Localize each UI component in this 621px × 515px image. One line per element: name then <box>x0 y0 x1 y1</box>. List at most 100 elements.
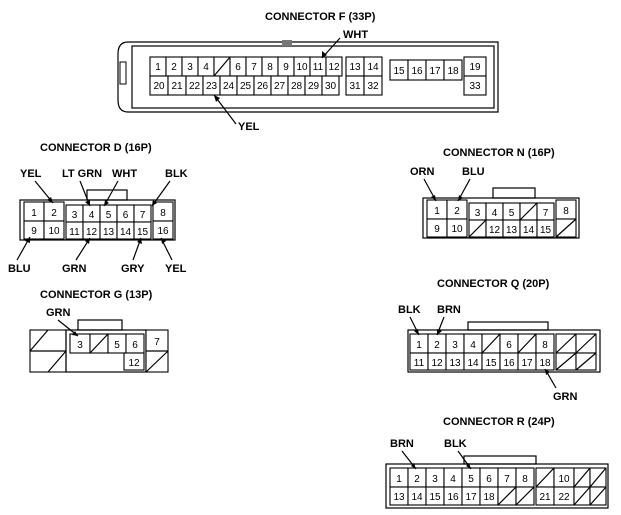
pin-label: 12 <box>328 62 340 73</box>
pin-label: 18 <box>539 358 551 369</box>
pin-label: 8 <box>160 208 166 219</box>
wire-label: BLK <box>165 168 188 180</box>
wire-label: GRY <box>121 263 145 275</box>
connector-f: CONNECTOR F (33P) 1 2 3 4 6 7 8 9 10 11 … <box>117 11 499 133</box>
empty-cavity <box>555 352 577 371</box>
empty-cavity <box>481 333 501 354</box>
pin-label: 5 <box>509 208 515 219</box>
pin-label: 5 <box>106 210 112 221</box>
empty-cavity <box>517 333 537 354</box>
pin-label: 10 <box>48 226 60 237</box>
pin-label: 5 <box>468 474 474 485</box>
pin-label: 1 <box>155 62 161 73</box>
pin-label: 13 <box>449 358 461 369</box>
connector-r-lock <box>463 455 537 465</box>
pin-label: 10 <box>451 224 463 235</box>
pin-label: 3 <box>72 210 78 221</box>
pin-label: 1 <box>31 208 37 219</box>
pin-label: 12 <box>128 358 140 369</box>
pin-label: 28 <box>291 81 303 92</box>
pin-label: 11 <box>69 227 80 238</box>
wire-label: YEL <box>165 263 187 275</box>
empty-cavity <box>589 486 607 506</box>
pin-label: 14 <box>120 227 132 238</box>
pin-label: 3 <box>475 208 481 219</box>
empty-cavity <box>575 333 597 354</box>
pin-label: 29 <box>308 81 320 92</box>
connector-n-lock <box>492 187 536 199</box>
empty-cavity <box>497 486 517 506</box>
connector-g: CONNECTOR G (13P) 3 5 6 12 7 GRN <box>29 289 169 373</box>
pin-label: 7 <box>140 210 146 221</box>
empty-cavity <box>515 486 535 506</box>
pin-label: 25 <box>240 81 252 92</box>
pin-label: 11 <box>414 358 425 369</box>
pin-label: 15 <box>393 66 405 77</box>
pin-label: 1 <box>434 206 440 217</box>
pin-label: 33 <box>469 81 481 92</box>
pin-label: 27 <box>274 81 286 92</box>
pin-label: 31 <box>349 81 361 92</box>
pin-label: 22 <box>558 492 570 503</box>
pin-label: 21 <box>539 492 551 503</box>
connector-n: CONNECTOR N (16P) 1 2 3 4 5 7 8 9 10 12 … <box>410 147 580 239</box>
empty-cavity <box>468 219 487 238</box>
pin-label: 13 <box>349 62 361 73</box>
wire-label: ORN <box>410 166 435 178</box>
pin-label: 14 <box>367 62 379 73</box>
connector-q-lock <box>467 321 549 331</box>
empty-cavity <box>573 467 591 488</box>
pin-label: 4 <box>492 208 498 219</box>
wire-label: GRN <box>62 263 87 275</box>
pin-label: 4 <box>450 474 456 485</box>
empty-cavity <box>575 352 597 371</box>
pin-label: 3 <box>187 62 193 73</box>
pin-label: 14 <box>411 492 423 503</box>
wire-label: BLU <box>462 166 485 178</box>
pin-label: 8 <box>522 474 528 485</box>
connector-n-title: CONNECTOR N (16P) <box>443 147 555 159</box>
pin-label: 6 <box>486 474 492 485</box>
pin-label: 14 <box>467 358 479 369</box>
pin-label: 13 <box>103 227 115 238</box>
pin-label: 15 <box>137 227 149 238</box>
pin-label: 22 <box>189 81 201 92</box>
connector-f-latch <box>119 61 127 85</box>
pin-label: 7 <box>543 208 549 219</box>
pin-label: 1 <box>396 474 402 485</box>
pin-label: 17 <box>521 358 533 369</box>
empty-cavity <box>213 56 231 77</box>
pin-label: 13 <box>393 492 405 503</box>
pin-label: 21 <box>171 81 183 92</box>
pin-label: 12 <box>86 227 98 238</box>
pin-label: 3 <box>432 474 438 485</box>
pin-label: 15 <box>540 225 552 236</box>
wire-label: BRN <box>437 304 461 316</box>
pin-label: 7 <box>504 474 510 485</box>
pin-label: 3 <box>452 340 458 351</box>
connector-f-housing <box>117 41 499 113</box>
connector-r: CONNECTOR R (24P) 1 2 3 4 5 6 7 8 10 13 … <box>385 416 609 509</box>
pin-label: 16 <box>157 226 169 237</box>
pin-label: 6 <box>235 62 241 73</box>
wire-label: LT GRN <box>62 168 102 180</box>
connector-d-lock <box>86 189 128 201</box>
pin-label: 8 <box>542 340 548 351</box>
empty-cavity <box>89 333 109 354</box>
pin-label: 23 <box>206 81 218 92</box>
pin-label: 8 <box>267 62 273 73</box>
pin-label: 12 <box>431 358 443 369</box>
pin-label: 11 <box>313 62 324 73</box>
pin-label: 2 <box>454 206 460 217</box>
pin-label: 9 <box>283 62 289 73</box>
pin-label: 2 <box>51 208 57 219</box>
pin-label: 7 <box>251 62 257 73</box>
wire-label: WHT <box>343 29 368 41</box>
wire-label: BLU <box>8 263 31 275</box>
pin-label: 24 <box>223 81 235 92</box>
pin-label: 12 <box>489 225 501 236</box>
connector-f-inner <box>131 45 495 109</box>
pin-label: 1 <box>416 340 422 351</box>
pin-label: 10 <box>296 62 308 73</box>
